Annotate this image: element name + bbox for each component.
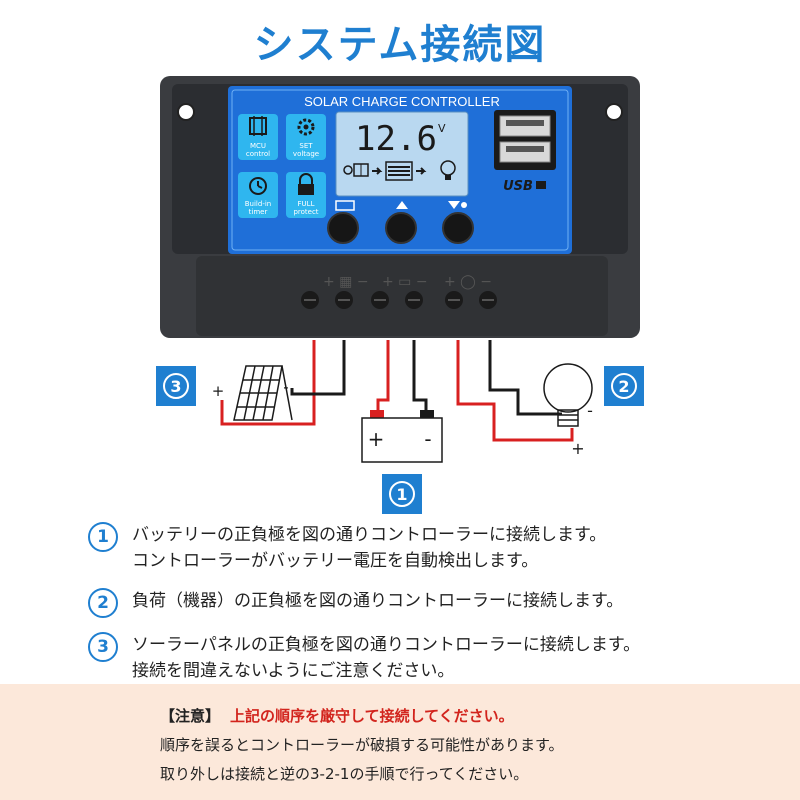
chip-icon <box>249 116 267 136</box>
bulb-icon <box>440 160 456 180</box>
feature-label: control <box>246 150 270 158</box>
menu-icon <box>335 200 355 211</box>
mount-hole <box>177 103 195 121</box>
step-item: 3 ソーラーパネルの正負極を図の通りコントローラーに接続します。 接続を間違えな… <box>88 632 768 684</box>
caution-heading: 【注意】 <box>160 707 221 725</box>
feature-protect: FULL protect <box>286 172 326 218</box>
step-list: 1 バッテリーの正負極を図の通りコントローラーに接続します。 コントローラーがバ… <box>88 522 768 698</box>
step-line: 接続を間違えないようにご注意ください。 <box>132 661 455 681</box>
controller-header: SOLAR CHARGE CONTROLLER <box>304 94 500 109</box>
feature-label: MCU <box>250 142 266 150</box>
step-item: 1 バッテリーの正負極を図の通りコントローラーに接続します。 コントローラーがバ… <box>88 522 768 574</box>
solar-panel-icon <box>233 365 293 421</box>
feature-label: timer <box>249 208 268 216</box>
solar-positive-wire <box>220 340 316 426</box>
solar-negative-wire <box>290 340 346 396</box>
step-line: ソーラーパネルの正負極を図の通りコントローラーに接続します。 <box>132 635 641 655</box>
menu-button[interactable] <box>327 212 359 244</box>
badge-number: 3 <box>170 377 181 396</box>
step-line: バッテリーの正負極を図の通りコントローラーに接続します。 <box>132 525 607 545</box>
up-arrow-icon <box>396 201 408 209</box>
bulb-small-icon <box>461 202 467 208</box>
menu-button-group <box>327 200 474 244</box>
caution-line: 順序を誤るとコントローラーが破損する可能性があります。 <box>160 736 564 754</box>
usb-plug-icon <box>536 181 546 189</box>
terminal-sign: + ▭ − <box>382 274 428 290</box>
battery-icon <box>385 161 413 181</box>
usb-label: USB <box>503 179 533 194</box>
terminal-block: + ▦ − + ▭ − + ◯ − <box>196 256 608 336</box>
step-item: 2 負荷（機器）の正負極を図の通りコントローラーに接続します。 <box>88 588 768 618</box>
caution-box: 【注意】上記の順序を厳守して接続してください。 順序を誤るとコントローラーが破損… <box>0 684 800 800</box>
mount-hole <box>605 103 623 121</box>
page-title: システム接続図 <box>253 22 547 68</box>
load-positive-wire <box>456 340 574 442</box>
step-number: 2 <box>88 588 118 618</box>
step-line: コントローラーがバッテリー電圧を自動検出します。 <box>132 551 539 571</box>
feature-timer: Build-in timer <box>238 172 278 218</box>
arrow-icon <box>372 167 383 175</box>
solar-minus-sign: - <box>283 378 288 396</box>
down-arrow-icon <box>448 201 460 209</box>
solar-plus-sign: + <box>212 382 225 400</box>
down-button[interactable] <box>442 212 474 244</box>
step-line: 負荷（機器）の正負極を図の通りコントローラーに接続します。 <box>132 591 624 611</box>
lock-icon <box>298 173 314 195</box>
terminal-sign: + ▦ − <box>323 274 369 290</box>
step-number: 1 <box>88 522 118 552</box>
step-number: 3 <box>88 632 118 662</box>
feature-label: voltage <box>293 150 319 158</box>
battery-icon <box>361 410 443 463</box>
feature-set-voltage: SET voltage <box>286 114 326 160</box>
caution-line: 取り外しは接続と逆の3-2-1の手順で行ってください。 <box>160 765 529 783</box>
light-bulb-icon <box>543 363 593 427</box>
lcd-display: 12.6 V <box>335 111 469 197</box>
arrow-icon <box>416 167 427 175</box>
lcd-voltage: 12.6 <box>355 119 437 159</box>
badge-number: 2 <box>618 377 629 396</box>
terminal-sign: + ◯ − <box>444 274 492 290</box>
feature-label: FULL <box>298 200 315 208</box>
load-plus-sign: + <box>571 439 584 458</box>
terminal-screws <box>301 291 497 309</box>
step-text: 負荷（機器）の正負極を図の通りコントローラーに接続します。 <box>132 588 623 614</box>
battery-minus-sign: - <box>424 427 431 451</box>
badge-load: 2 <box>604 366 644 406</box>
caution-warning: 上記の順序を厳守して接続してください。 <box>230 707 514 725</box>
sun-panel-icon <box>343 163 369 177</box>
badge-solar: 3 <box>156 366 196 406</box>
badge-number: 1 <box>396 485 407 504</box>
usb-ports: USB <box>494 110 556 194</box>
feature-label: Build-in <box>245 200 271 208</box>
load-minus-sign: - <box>587 401 593 420</box>
step-text: バッテリーの正負極を図の通りコントローラーに接続します。 コントローラーがバッテ… <box>132 522 606 574</box>
clock-icon <box>249 177 267 195</box>
wires <box>220 340 574 442</box>
battery-negative-wire <box>412 340 428 410</box>
caution-line: 【注意】上記の順序を厳守して接続してください。 <box>160 702 564 731</box>
feature-label: SET <box>299 142 313 150</box>
up-button[interactable] <box>385 212 417 244</box>
battery-positive-wire <box>376 340 390 410</box>
badge-battery: 1 <box>382 474 422 514</box>
load-negative-wire <box>488 340 562 416</box>
battery-plus-sign: + <box>368 427 385 451</box>
feature-label: protect <box>293 208 318 216</box>
step-text: ソーラーパネルの正負極を図の通りコントローラーに接続します。 接続を間違えないよ… <box>132 632 640 684</box>
lcd-unit: V <box>438 122 446 135</box>
charge-controller: SOLAR CHARGE CONTROLLER MCU control SET … <box>160 76 640 338</box>
gear-icon <box>297 118 315 136</box>
feature-mcu: MCU control <box>238 114 278 160</box>
